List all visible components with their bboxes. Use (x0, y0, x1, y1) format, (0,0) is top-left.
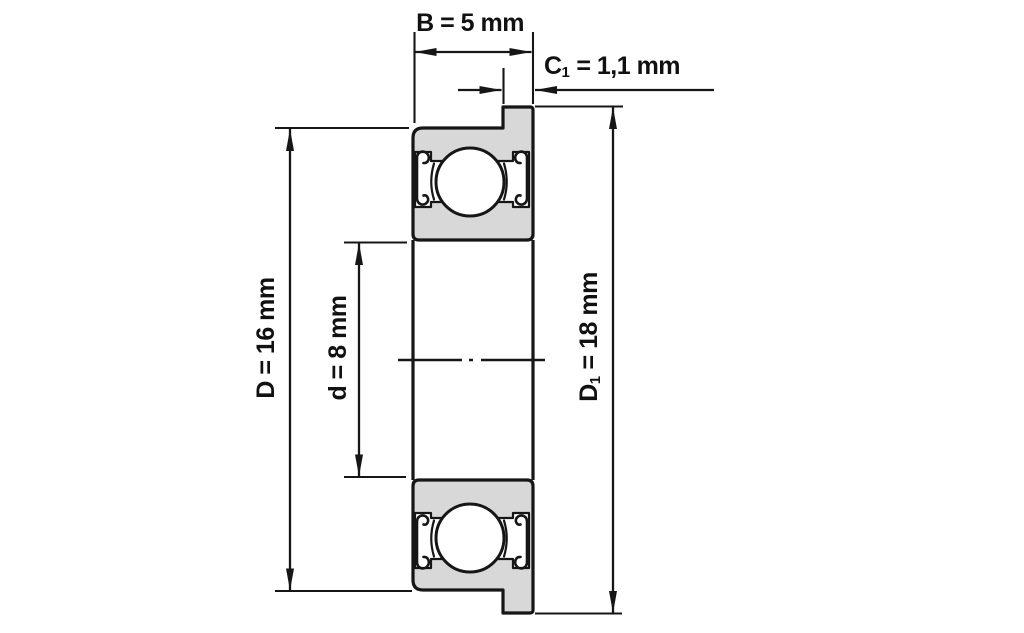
dimension-value-B: = 5 mm (433, 9, 524, 37)
dimension-subscript-C1: 1 (561, 64, 570, 81)
dimension-value-C1: = 1,1 mm (569, 52, 681, 80)
dimension-symbol-C1: C (543, 52, 562, 80)
dimension-symbol-D1: D (575, 384, 603, 402)
dimension-label-flange-width-C1: C1 = 1,1 mm (543, 52, 681, 81)
dimension-label-flange-diameter-D1: D1 = 18 mm (575, 272, 604, 402)
dimension-label-bore-diameter-d: d = 8 mm (324, 295, 352, 401)
arrowhead-D1-top (609, 107, 617, 129)
dimension-label-outer-diameter-D: D = 16 mm (252, 277, 280, 399)
arrowhead-D1-bottom (609, 591, 617, 613)
dimension-symbol-B: B (416, 9, 434, 37)
arrowhead-D-top (286, 129, 294, 151)
dimension-symbol-D: D (252, 381, 280, 399)
arrowhead-d-top (355, 243, 363, 265)
raceway-shoulder-lower-right (502, 519, 508, 558)
raceway-shoulder-upper-right (502, 162, 508, 201)
dimension-subscript-D1: 1 (587, 375, 604, 385)
arrowhead-d-bottom (355, 454, 363, 477)
arrowhead-C1-right (535, 86, 557, 94)
dimension-value-d: = 8 mm (324, 295, 352, 386)
dimension-value-D: = 16 mm (252, 277, 280, 382)
bearing-cross-section (398, 105, 548, 615)
dimension-symbol-d: d (324, 385, 352, 401)
arrowhead-C1-left (479, 86, 502, 94)
ball-lower (434, 502, 506, 574)
ball-upper (434, 146, 506, 218)
dimension-annotations (275, 32, 714, 615)
dimension-label-width-B: B = 5 mm (416, 11, 524, 37)
raceway-shoulder-lower-left (430, 519, 436, 558)
dimension-value-D1: = 18 mm (575, 272, 603, 376)
arrowhead-B-left (414, 48, 437, 56)
raceway-shoulder-upper-left (430, 162, 436, 201)
arrowhead-B-right (509, 48, 532, 56)
arrowhead-D-bottom (286, 568, 294, 591)
